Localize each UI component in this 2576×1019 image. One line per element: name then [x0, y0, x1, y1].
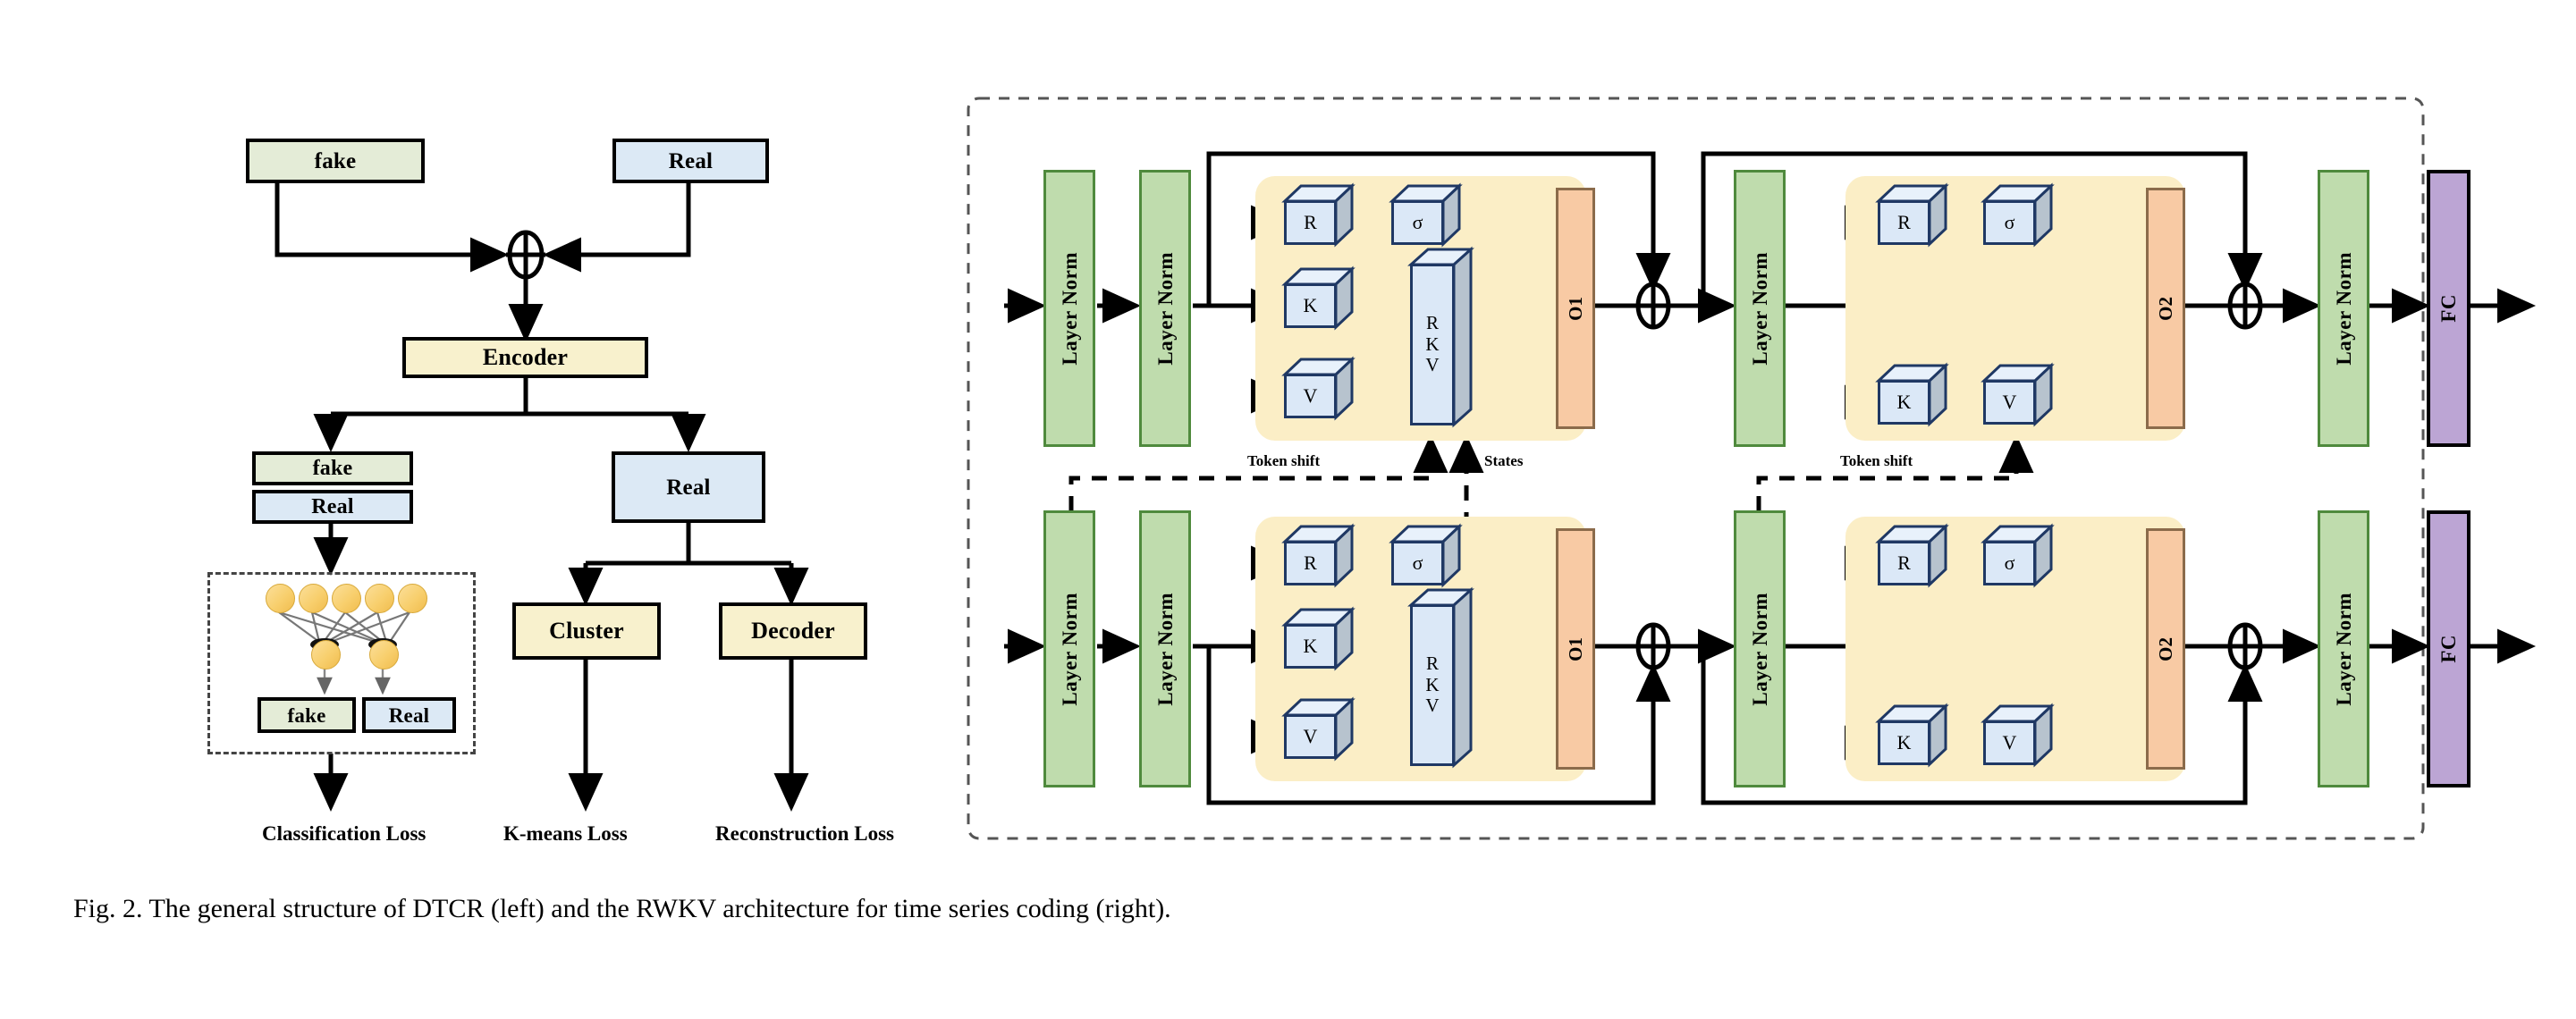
layer-norm-upper-3: Layer Norm: [1734, 170, 1786, 447]
fc-lower: FC: [2427, 510, 2470, 787]
residual-add-upper-1: [1634, 282, 1672, 330]
class-box-real-label: Real: [388, 703, 430, 727]
cluster-box: Cluster: [512, 602, 661, 660]
classifier-input-node: [266, 584, 295, 613]
input-box-real: Real: [612, 139, 769, 183]
encoder-output-real-label: Real: [311, 495, 354, 518]
left-plus-operator: [506, 230, 545, 280]
cube-r-channel-mix-upper: R: [1878, 200, 1930, 245]
decoder-label: Decoder: [751, 618, 835, 644]
input-box-fake-label: fake: [314, 148, 357, 173]
cube-k-channel-mix-lower: K: [1878, 720, 1930, 765]
states-label: States: [1484, 452, 1524, 469]
reconstruction-loss-label: Reconstruction Loss: [715, 822, 894, 845]
encoder-output-real-large: Real: [612, 451, 765, 523]
layer-norm-lower-1: Layer Norm: [1043, 510, 1095, 787]
wkv-block-upper: R K V: [1410, 264, 1455, 425]
rwkv-outer-frame: [967, 97, 2425, 840]
kmeans-loss-label: K-means Loss: [503, 822, 628, 845]
layer-norm-lower-4: Layer Norm: [2318, 510, 2369, 787]
encoder-label: Encoder: [482, 344, 569, 370]
cube-sigma-channel-mix-lower: σ: [1983, 541, 2036, 585]
residual-add-lower-1: [1634, 622, 1672, 670]
cube-r-time-mix-upper: R: [1284, 200, 1337, 245]
cube-sigma-time-mix-upper: σ: [1391, 200, 1444, 245]
class-box-fake: fake: [258, 697, 356, 733]
layer-norm-lower-2: Layer Norm: [1139, 510, 1191, 787]
classifier-input-node: [332, 584, 361, 613]
cube-k-channel-mix-upper: K: [1878, 380, 1930, 425]
class-box-fake-label: fake: [287, 703, 326, 727]
classifier-output-node: [311, 640, 341, 670]
layer-norm-upper-4: Layer Norm: [2318, 170, 2369, 447]
input-box-real-label: Real: [668, 148, 714, 173]
classifier-input-node: [398, 584, 427, 613]
classifier-region: [207, 572, 476, 754]
time-mix-output-upper: O1: [1556, 188, 1595, 429]
time-mix-output-lower: O1: [1556, 528, 1595, 770]
classifier-output-node: [369, 640, 399, 670]
cube-v-channel-mix-lower: V: [1983, 720, 2036, 765]
wkv-block-lower: R K V: [1410, 604, 1455, 766]
layer-norm-upper-2: Layer Norm: [1139, 170, 1191, 447]
encoder-output-fake-label: fake: [312, 457, 353, 480]
cube-r-time-mix-lower: R: [1284, 541, 1337, 585]
cluster-label: Cluster: [549, 618, 624, 644]
encoder-box: Encoder: [402, 337, 648, 378]
layer-norm-lower-3: Layer Norm: [1734, 510, 1786, 787]
fc-upper: FC: [2427, 170, 2470, 447]
channel-mix-output-upper: O2: [2146, 188, 2185, 429]
cube-v-time-mix-lower: V: [1284, 714, 1337, 759]
figure-caption: Fig. 2. The general structure of DTCR (l…: [73, 894, 1171, 923]
classifier-input-node: [365, 584, 394, 613]
token-shift-label-block1: Token shift: [1247, 452, 1321, 469]
cube-sigma-time-mix-lower: σ: [1391, 541, 1444, 585]
cube-sigma-channel-mix-upper: σ: [1983, 200, 2036, 245]
cube-v-time-mix-upper: V: [1284, 374, 1337, 418]
classification-loss-label: Classification Loss: [262, 822, 427, 845]
classifier-input-node: [299, 584, 328, 613]
residual-add-upper-2: [2226, 282, 2264, 330]
class-box-real: Real: [362, 697, 456, 733]
cube-k-time-mix-upper: K: [1284, 283, 1337, 328]
token-shift-label-block2: Token shift: [1840, 452, 1913, 469]
decoder-box: Decoder: [719, 602, 867, 660]
layer-norm-upper-1: Layer Norm: [1043, 170, 1095, 447]
cube-v-channel-mix-upper: V: [1983, 380, 2036, 425]
encoder-output-real-large-label: Real: [666, 475, 711, 500]
input-box-fake: fake: [246, 139, 425, 183]
channel-mix-output-lower: O2: [2146, 528, 2185, 770]
cube-r-channel-mix-lower: R: [1878, 541, 1930, 585]
encoder-output-fake: fake: [252, 451, 413, 485]
encoder-output-real: Real: [252, 490, 413, 524]
residual-add-lower-2: [2226, 622, 2264, 670]
cube-k-time-mix-lower: K: [1284, 624, 1337, 669]
